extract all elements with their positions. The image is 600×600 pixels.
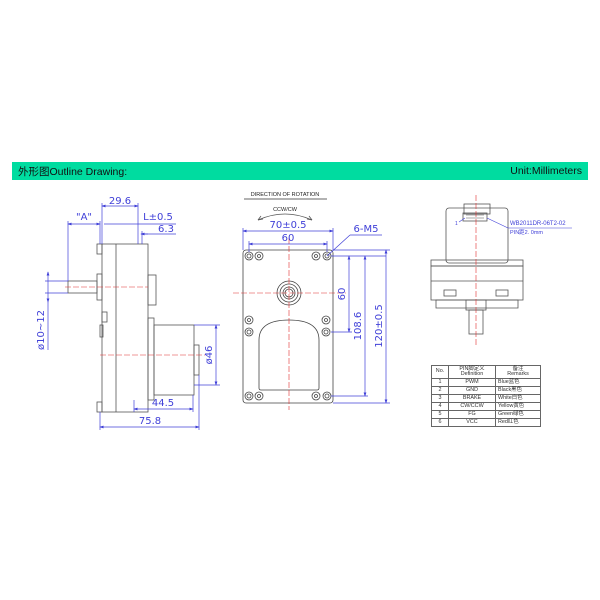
- dim-shaft-diameter: ø10~12: [36, 310, 47, 350]
- pin-pitch: PIN距2. 0mm: [510, 229, 543, 236]
- dim-vertical-60: 60: [337, 288, 348, 301]
- dim-total-length: 75.8: [139, 416, 161, 427]
- connector-model: WB2011DR-06T2-02: [510, 221, 566, 227]
- dim-vertical-108: 108.6: [353, 312, 364, 341]
- outline-header-bar: 外形图Outline Drawing: Unit:Millimeters: [12, 162, 588, 180]
- dim-vertical-120: 120±0.5: [374, 304, 385, 347]
- side-view: [67, 243, 200, 413]
- rotation-title: DIRECTION OF ROTATION: [251, 192, 320, 198]
- dim-outer-width: 70±0.5: [269, 220, 306, 231]
- front-dimensions: [242, 228, 390, 404]
- rotation-arrowheads: [257, 215, 313, 221]
- outline-title: 外形图Outline Drawing:: [18, 165, 128, 178]
- unit-label: Unit:Millimeters: [510, 165, 582, 177]
- dim-mount-holes: 6-M5: [354, 224, 379, 235]
- pin1-marker: 1: [455, 221, 458, 227]
- dim-motor-length: 44.5: [152, 398, 174, 409]
- top-view: [430, 203, 524, 335]
- rotation-arc: [257, 213, 313, 221]
- mount-holes: [244, 251, 332, 401]
- dim-motor-diameter: ø46: [204, 346, 215, 365]
- front-centerlines: [233, 238, 346, 410]
- side-centerlines: [65, 286, 205, 356]
- dim-a-label: "A": [76, 212, 92, 223]
- side-dimensions: [45, 203, 220, 430]
- rotation-direction: CCW/CW: [273, 207, 298, 213]
- dim-offset: 6.3: [158, 224, 174, 235]
- dim-width-top: 29.6: [109, 196, 131, 207]
- dim-l-tolerance: L±0.5: [143, 212, 173, 223]
- dim-hole-span: 60: [282, 233, 295, 244]
- header-no: No.: [431, 365, 449, 379]
- connector-leader: [458, 217, 572, 229]
- front-view: [242, 249, 334, 404]
